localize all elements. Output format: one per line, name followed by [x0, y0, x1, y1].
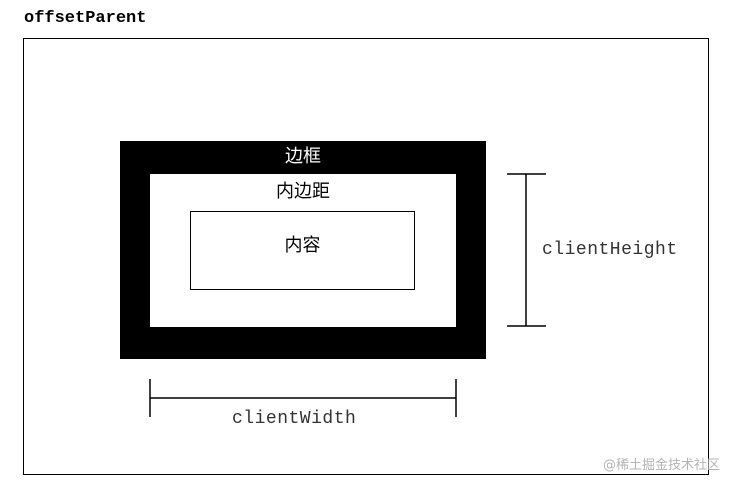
client-height-bracket	[507, 173, 546, 327]
offset-parent-box	[23, 38, 709, 475]
client-width-bracket	[149, 379, 457, 417]
border-box: 边框 内边距 内容	[120, 141, 486, 359]
padding-box: 内边距 内容	[150, 174, 456, 327]
watermark-text: @稀土掘金技术社区	[602, 458, 720, 473]
padding-label: 内边距	[276, 181, 330, 202]
border-label: 边框	[285, 146, 321, 167]
client-height-label: clientHeight	[542, 240, 678, 260]
offset-parent-label: offsetParent	[24, 9, 147, 28]
content-label: 内容	[284, 235, 321, 256]
client-width-label: clientWidth	[232, 409, 357, 429]
content-box: 内容	[190, 211, 415, 290]
